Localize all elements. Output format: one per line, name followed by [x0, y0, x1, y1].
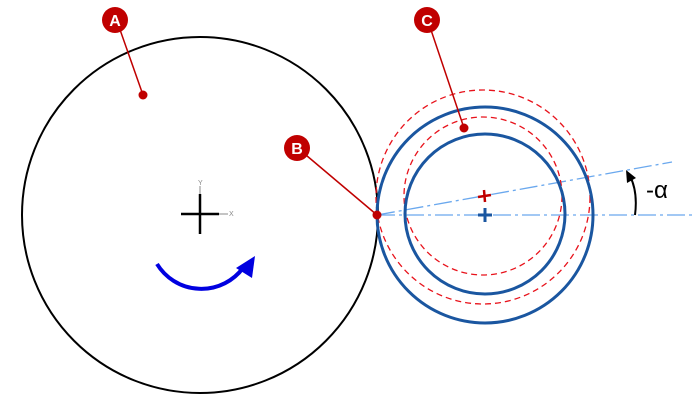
axis-label-y: Y: [198, 180, 203, 187]
callout-b: B: [284, 135, 382, 220]
angled-centerline: [376, 161, 673, 216]
blue-center-cross-icon: [478, 208, 492, 222]
callout-c-label: C: [421, 13, 433, 30]
red-center-cross-icon: [477, 189, 492, 203]
gear-inner-circle: [403, 132, 567, 296]
rotation-arrow-icon: [155, 262, 245, 291]
center-cross-icon: [181, 194, 219, 234]
callout-b-label: B: [291, 141, 303, 158]
angle-arc: [629, 175, 637, 216]
angle-arrowhead-icon: [626, 170, 636, 183]
axis-icon: [199, 186, 228, 215]
callout-c: C: [414, 7, 469, 133]
rotation-arrowhead-icon: [236, 256, 255, 278]
angle-label: -α: [646, 177, 668, 204]
callout-a-label: A: [109, 13, 121, 30]
callout-a: A: [102, 7, 148, 100]
axis-label-x: X: [229, 211, 234, 218]
